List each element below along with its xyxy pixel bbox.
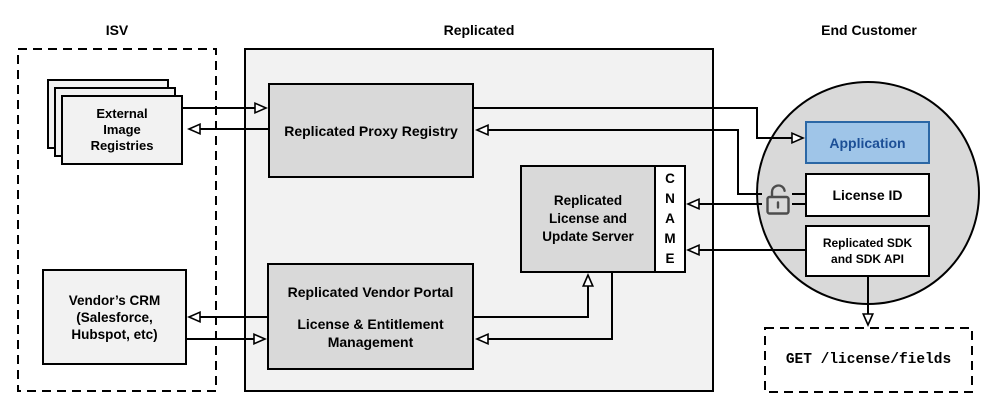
replicated-sdk-node: Replicated SDK and SDK API	[805, 225, 930, 277]
registries-line-3: Registries	[90, 138, 154, 153]
cname-letter-e: E	[665, 251, 675, 266]
external-image-registries-node: External Image Registries	[61, 95, 183, 165]
proxy-registry-node: Replicated Proxy Registry	[268, 83, 474, 178]
license-id-label: License ID	[832, 187, 903, 203]
sdk-line-1: Replicated SDK	[822, 236, 913, 250]
crm-line-2: (Salesforce,	[76, 309, 153, 325]
license-id-node: License ID	[805, 173, 930, 217]
license-update-server-body: Replicated License and Update Server	[522, 167, 654, 271]
vendor-portal-sub-1: License & Entitlement	[297, 315, 444, 332]
cname-letter-c: C	[665, 171, 675, 186]
application-label: Application	[829, 134, 906, 151]
crm-line-3: Hubspot, etc)	[71, 326, 158, 342]
vendor-portal-title: Replicated Vendor Portal	[287, 283, 454, 300]
end-customer-section-label: End Customer	[821, 22, 917, 38]
server-line-2: License and	[548, 211, 628, 226]
cname-letter-a: A	[665, 211, 675, 226]
registries-line-2: Image	[103, 122, 141, 137]
application-node: Application	[805, 121, 930, 164]
crm-line-1: Vendor’s CRM	[68, 292, 161, 308]
replicated-section-label: Replicated	[443, 22, 515, 38]
sdk-line-2: and SDK API	[831, 252, 904, 266]
cname-letter-m: M	[664, 231, 676, 246]
vendor-portal-node: Replicated Vendor Portal License & Entit…	[267, 263, 474, 370]
get-endpoint-label: GET /license/fields	[785, 352, 952, 368]
license-update-server-node: Replicated License and Update Server C N…	[520, 165, 686, 273]
server-line-1: Replicated	[553, 193, 623, 208]
proxy-registry-label: Replicated Proxy Registry	[284, 122, 458, 139]
vendors-crm-node: Vendor’s CRM (Salesforce, Hubspot, etc)	[42, 269, 187, 365]
cname-letter-n: N	[665, 191, 675, 206]
isv-section-label: ISV	[105, 22, 129, 38]
cname-strip: C N A M E	[654, 167, 684, 271]
get-license-fields-node: GET /license/fields	[765, 328, 972, 392]
server-line-3: Update Server	[542, 229, 634, 244]
registries-line-1: External	[96, 106, 148, 121]
vendor-portal-sub-2: Management	[327, 333, 414, 350]
